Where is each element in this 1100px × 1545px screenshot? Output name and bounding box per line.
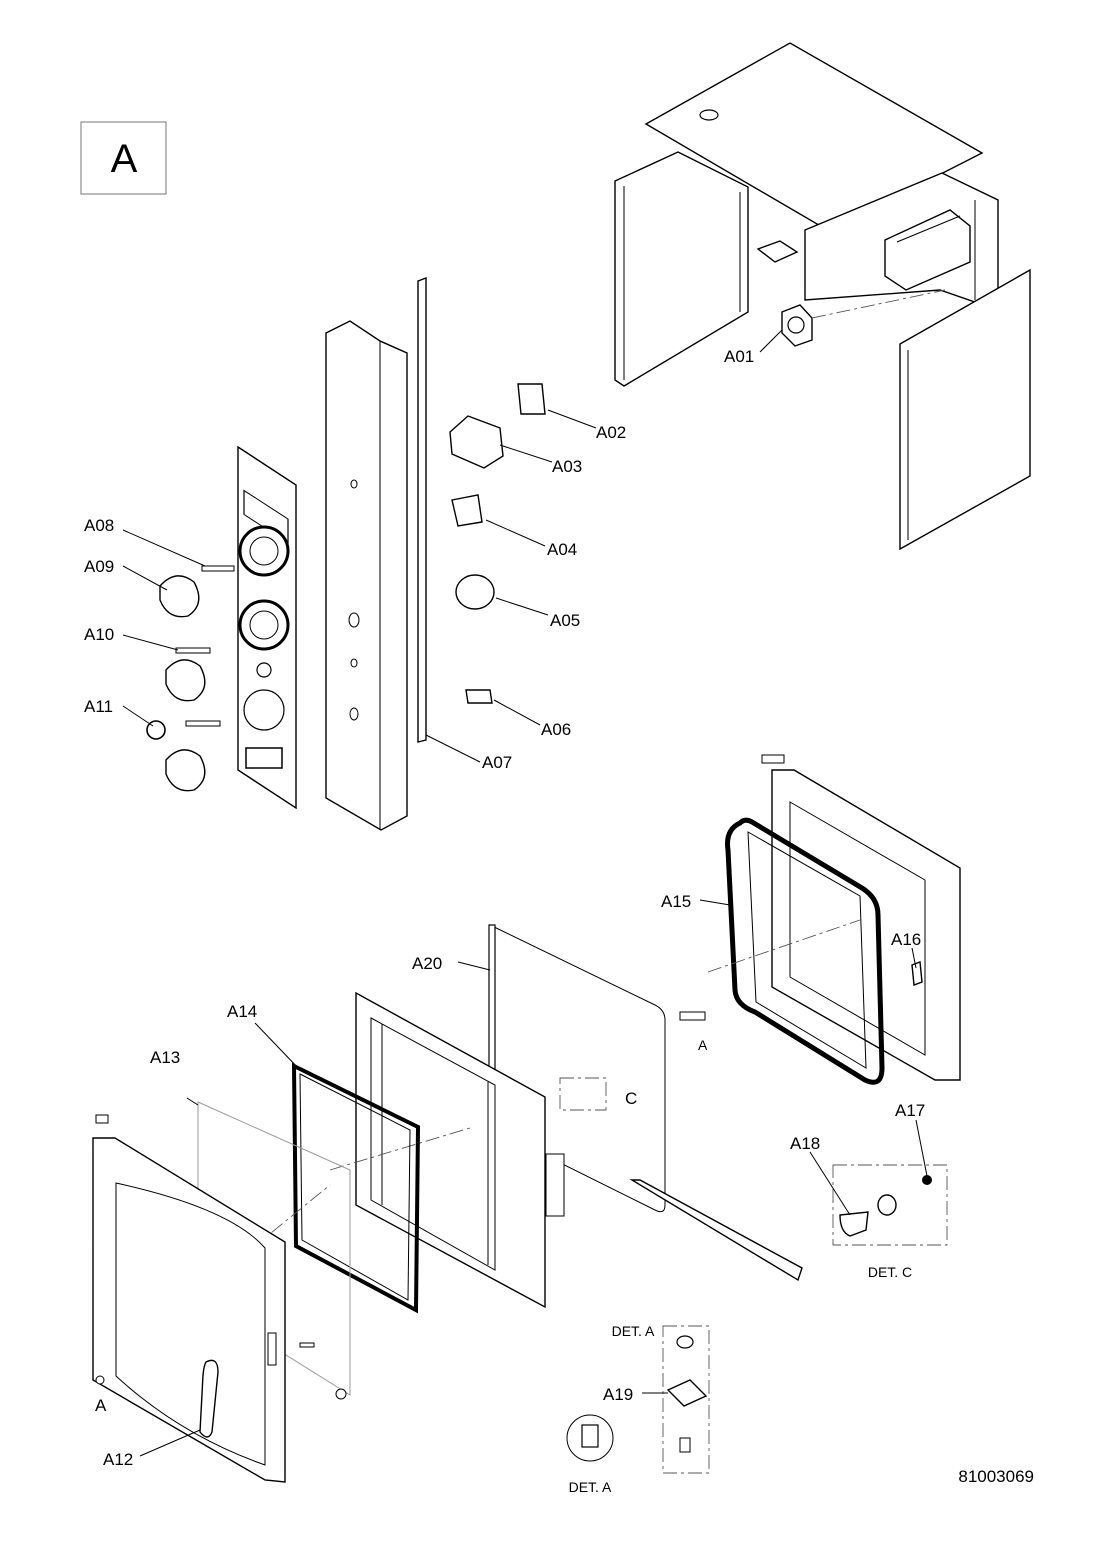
ref-c-label: C xyxy=(625,1089,637,1108)
leader-lines xyxy=(122,329,928,1457)
label-a06: A06 xyxy=(541,720,571,739)
control-panel-assembly xyxy=(146,276,546,831)
fan-motor xyxy=(781,304,813,347)
section-letter: A xyxy=(111,137,138,181)
section-box: A xyxy=(80,121,167,195)
knob-bottom xyxy=(165,749,206,792)
label-a08: A08 xyxy=(84,516,114,535)
label-a13: A13 xyxy=(150,1048,180,1067)
label-a16: A16 xyxy=(891,930,921,949)
outer-door xyxy=(92,1114,347,1483)
inner-door-frame xyxy=(679,754,961,1085)
drawing-number: 81003069 xyxy=(958,1467,1034,1486)
detail-a-stack xyxy=(662,1325,710,1474)
label-a19: A19 xyxy=(603,1385,633,1404)
det-c-label: DET. C xyxy=(868,1264,912,1280)
label-a10: A10 xyxy=(84,625,114,644)
label-a07: A07 xyxy=(482,753,512,772)
label-a11: A11 xyxy=(84,697,113,716)
label-a02: A02 xyxy=(596,423,626,442)
ref-a-hinge-label: A xyxy=(698,1037,708,1053)
label-a09: A09 xyxy=(84,557,114,576)
label-a18: A18 xyxy=(790,1134,820,1153)
det-a-bottom-label: DET. A xyxy=(569,1479,612,1495)
label-a17: A17 xyxy=(895,1101,925,1120)
door-frame xyxy=(329,991,803,1309)
oven-housing xyxy=(614,42,1031,551)
label-a01: A01 xyxy=(724,347,754,366)
det-a-top-label: DET. A xyxy=(612,1323,655,1339)
part-labels: A01 A02 A03 A04 A05 A06 A07 A08 A09 A10 … xyxy=(84,347,925,1469)
detail-c: DET. C xyxy=(832,1164,948,1280)
label-a03: A03 xyxy=(552,457,582,476)
label-a20: A20 xyxy=(412,954,442,973)
label-a12: A12 xyxy=(103,1450,133,1469)
label-a04: A04 xyxy=(547,540,577,559)
knob-top xyxy=(159,575,200,618)
label-a05: A05 xyxy=(550,611,580,630)
label-a14: A14 xyxy=(227,1002,257,1021)
label-a15: A15 xyxy=(661,892,691,911)
ref-a-left-label: A xyxy=(95,1396,107,1415)
knob-middle xyxy=(165,659,206,702)
door-gasket xyxy=(291,1062,421,1314)
detail-a-pin xyxy=(566,1414,614,1462)
